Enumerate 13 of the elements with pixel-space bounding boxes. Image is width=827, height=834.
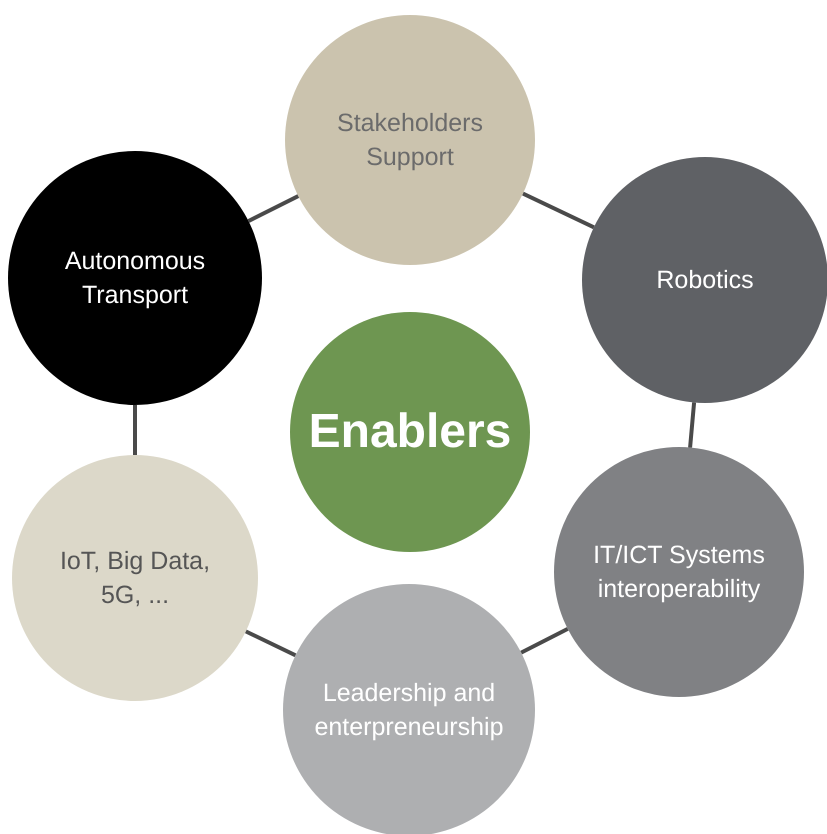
center-title: Enablers [308,404,512,460]
connector-line [522,192,595,230]
connector-line [248,194,300,223]
connector-line [244,630,296,658]
node-label: Stakeholders Support [336,108,484,173]
node-label: IoT, Big Data, 5G, ... [58,546,212,611]
node-label: IT/ICT Systems interoperability [592,540,766,605]
connector-line [133,405,137,455]
node-label: Leadership and enterpreneurship [313,678,504,743]
connector-line [520,627,569,654]
node-label: Robotics [656,264,754,296]
node-label: Autonomous Transport [64,246,206,311]
connector-line [688,402,696,448]
